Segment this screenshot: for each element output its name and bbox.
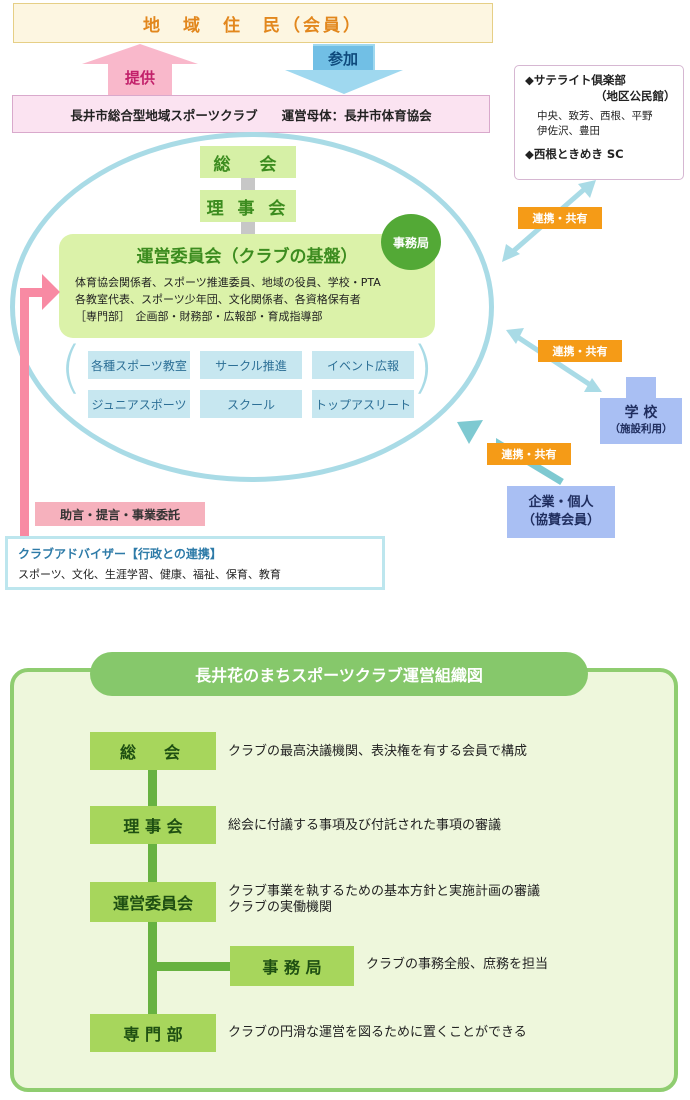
advisor-body: スポーツ、文化、生涯学習、健康、福祉、保育、教育 [18,568,281,581]
link-label-company: 連携・共有 [487,443,571,465]
residents-box: 地 域 住 民（会員） [13,3,493,43]
org-desc: 総会に付議する事項及び付託された事項の審議 [228,818,502,833]
company-box: 企業・個人 （協賛会員） [507,486,615,538]
club-name: 長井市総合型地域スポーツクラブ [70,107,258,123]
board-box: 理 事 会 [200,190,296,222]
company-label: 企業・個人 [528,495,594,510]
provide-arrow [82,44,198,96]
committee-line: 体育協会関係者、スポーツ推進委員、地域の役員、学校・PTA [75,276,381,289]
satellite-areas: 伊佐沢、豊田 [537,125,600,137]
school-label: 学 校 [624,405,658,421]
advice-label: 助言・提言・事業委託 [35,502,205,526]
provide-label: 提供 [124,68,155,87]
company-sub: （協賛会員） [521,513,600,528]
general-meeting-box: 総 会 [200,146,296,178]
link-label-satellite: 連携・共有 [518,207,602,229]
school-box-cap [626,377,656,399]
board-label: 理 事 会 [206,198,290,219]
org-board: 理 事 会 [90,806,216,844]
club-ellipse [10,132,494,482]
secretariat-label: 事務局 [392,235,429,250]
general-meeting-label: 総 会 [213,154,283,175]
committee-title: 運営委員会（クラブの基盤） [136,247,358,267]
org-desc: クラブの事務全般、庶務を担当 [366,957,549,972]
program-item: スクール [200,390,302,418]
committee-body: 体育協会関係者、スポーツ推進委員、地域の役員、学校・PTA 各教室代表、スポーツ… [75,274,425,325]
org-line-branch [148,962,232,971]
committee-box: 運営委員会（クラブの基盤） 体育協会関係者、スポーツ推進委員、地域の役員、学校・… [59,234,435,338]
committee-line: ［専門部］ 企画部・財務部・広報部・育成指導部 [75,310,323,323]
org-desc: クラブ事業を執するための基本方針と実施計画の審議 [228,884,541,899]
org-secretariat: 事 務 局 [230,946,354,986]
satellite-title: ◆サテライト倶楽部 [525,73,626,87]
club-bar: 長井市総合型地域スポーツクラブ 運営母体：長井市体育協会 [12,95,490,133]
program-item: サークル推進 [200,351,302,379]
connector [241,222,255,234]
participate-label: 参加 [313,46,373,70]
program-item: トップアスリート [312,390,414,418]
advisor-box: クラブアドバイザー【行政との連携】 スポーツ、文化、生涯学習、健康、福祉、保育、… [5,536,385,590]
org-desc: クラブの円滑な運営を図るために置くことができる [228,1025,527,1040]
satellite-box: ◆サテライト倶楽部 （地区公民館） 中央、致芳、西根、平野 伊佐沢、豊田 ◆西根… [514,65,684,180]
org-desc: クラブの実働機関 [228,900,333,915]
satellite-subtitle: （地区公民館） [595,89,676,103]
secretariat-circle: 事務局 [381,214,441,270]
program-item: イベント広報 [312,351,414,379]
right-bracket: ) [412,335,434,400]
committee-line: 各教室代表、スポーツ少年団、文化関係者、各資格保有者 [75,293,361,306]
advisor-title: クラブアドバイザー【行政との連携】 [18,547,222,561]
nishine-sc: ◆西根ときめき SC [525,147,624,161]
advice-arrow [20,274,60,540]
connector [241,178,255,190]
school-box: 学 校 （施設利用） [600,398,682,444]
program-item: ジュニアスポーツ [88,390,190,418]
program-item: 各種スポーツ教室 [88,351,190,379]
left-bracket: ( [60,335,82,400]
org-specialty: 専 門 部 [90,1014,216,1052]
parent-org: 運営母体：長井市体育協会 [281,107,432,123]
org-committee: 運営委員会 [90,882,216,922]
org-general-meeting: 総 会 [90,732,216,770]
residents-label: 地 域 住 民（会員） [143,15,363,36]
satellite-areas: 中央、致芳、西根、平野 [537,110,653,122]
link-label-school: 連携・共有 [538,340,622,362]
org-chart-title: 長井花のまちスポーツクラブ運営組織図 [90,652,588,696]
company-arrow-head [457,420,483,444]
org-desc: クラブの最高決議機関、表決権を有する会員で構成 [228,744,528,759]
school-sub: （施設利用） [609,423,673,435]
